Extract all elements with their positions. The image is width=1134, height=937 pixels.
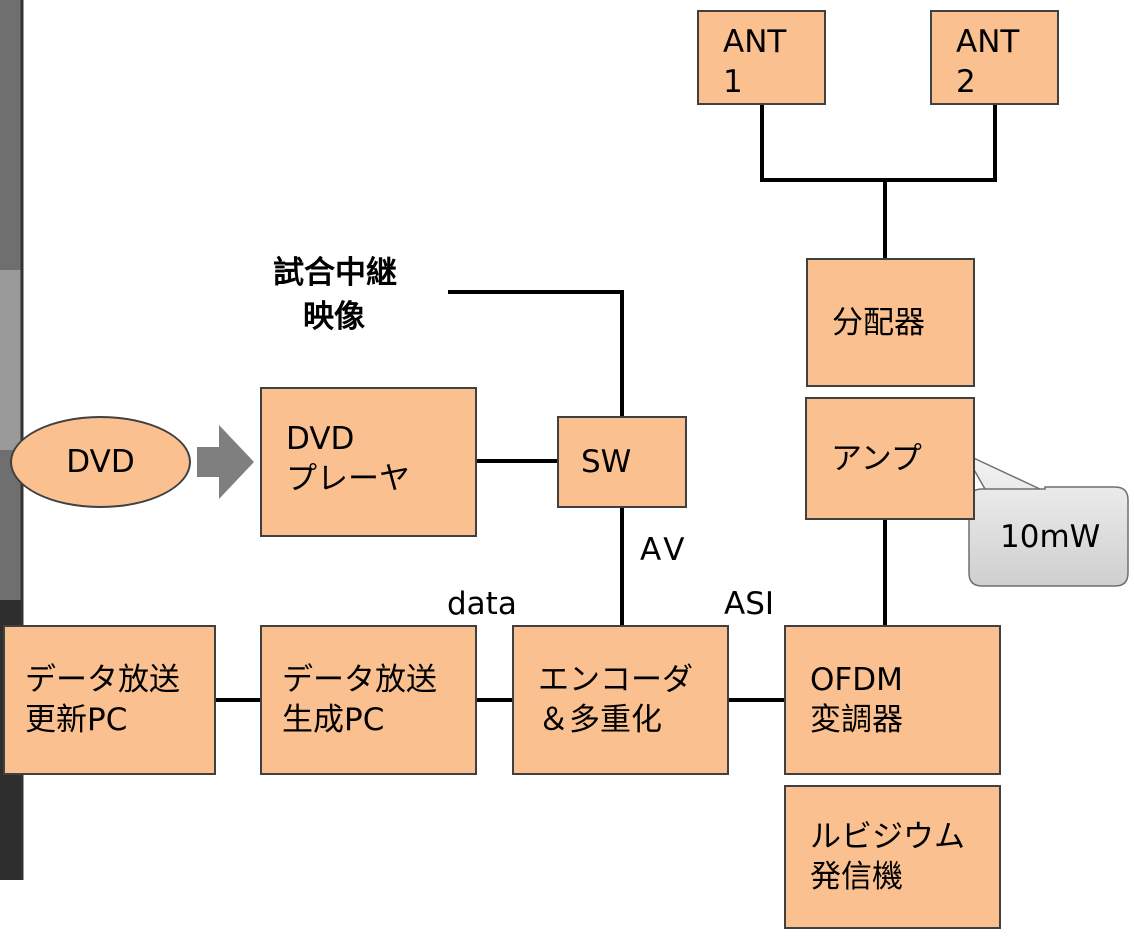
ant1-line-1: ANT: [723, 24, 787, 60]
encoder-box: エンコーダ ＆多重化: [512, 625, 729, 775]
ofdm-line-1: OFDM: [810, 662, 903, 698]
sw-box: SW: [557, 416, 687, 508]
dvd-disc: DVD: [10, 416, 191, 508]
data-gen-pc-box: データ放送 生成PC: [260, 625, 477, 775]
sw-label: SW: [581, 444, 632, 480]
dvd-player-box: DVD プレーヤ: [260, 387, 477, 537]
data-label: data: [447, 586, 517, 622]
rubidium-line-2: 発信機: [810, 859, 903, 895]
encoder-line-2: ＆多重化: [538, 702, 662, 738]
line-relay-video-to-sw: [448, 290, 624, 416]
power-callout-text: 10mW: [1000, 519, 1101, 555]
ant2-line-2: 2: [956, 64, 976, 100]
encoder-line-1: エンコーダ: [538, 662, 693, 698]
dvd-player-line-1: DVD: [286, 421, 355, 457]
amp-label: アンプ: [831, 440, 922, 477]
dvd-player-line-2: プレーヤ: [286, 461, 410, 497]
ant2-box: ANT 2: [930, 10, 1059, 105]
relay-video-label-1: 試合中継: [273, 255, 397, 291]
ofdm-line-2: 変調器: [810, 702, 903, 738]
line-ant2-to-junction: [885, 105, 997, 182]
av-label: AV: [640, 532, 689, 568]
ant1-box: ANT 1: [697, 10, 826, 105]
data-gen-pc-line-2: 生成PC: [282, 702, 385, 738]
line-ant1-to-junction: [760, 105, 885, 182]
splitter-label: 分配器: [832, 304, 925, 341]
rubidium-line-1: ルビジウム: [810, 819, 965, 855]
background-photo-highlight: [0, 270, 22, 450]
data-update-pc-box: データ放送 更新PC: [3, 625, 216, 775]
dvd-disc-label: DVD: [66, 444, 135, 480]
relay-video-label-2: 映像: [303, 299, 365, 335]
rubidium-box: ルビジウム 発信機: [784, 785, 1001, 929]
ofdm-box: OFDM 変調器: [784, 625, 1001, 775]
data-update-pc-line-2: 更新PC: [25, 702, 128, 738]
ant2-line-1: ANT: [956, 24, 1020, 60]
ant1-line-2: 1: [723, 64, 743, 100]
amp-box: アンプ: [805, 397, 975, 520]
splitter-box: 分配器: [806, 258, 975, 387]
data-gen-pc-line-1: データ放送: [282, 662, 437, 698]
asi-label: ASI: [724, 586, 775, 622]
data-update-pc-line-1: データ放送: [25, 662, 180, 698]
arrow-dvd-to-player: [197, 425, 254, 499]
